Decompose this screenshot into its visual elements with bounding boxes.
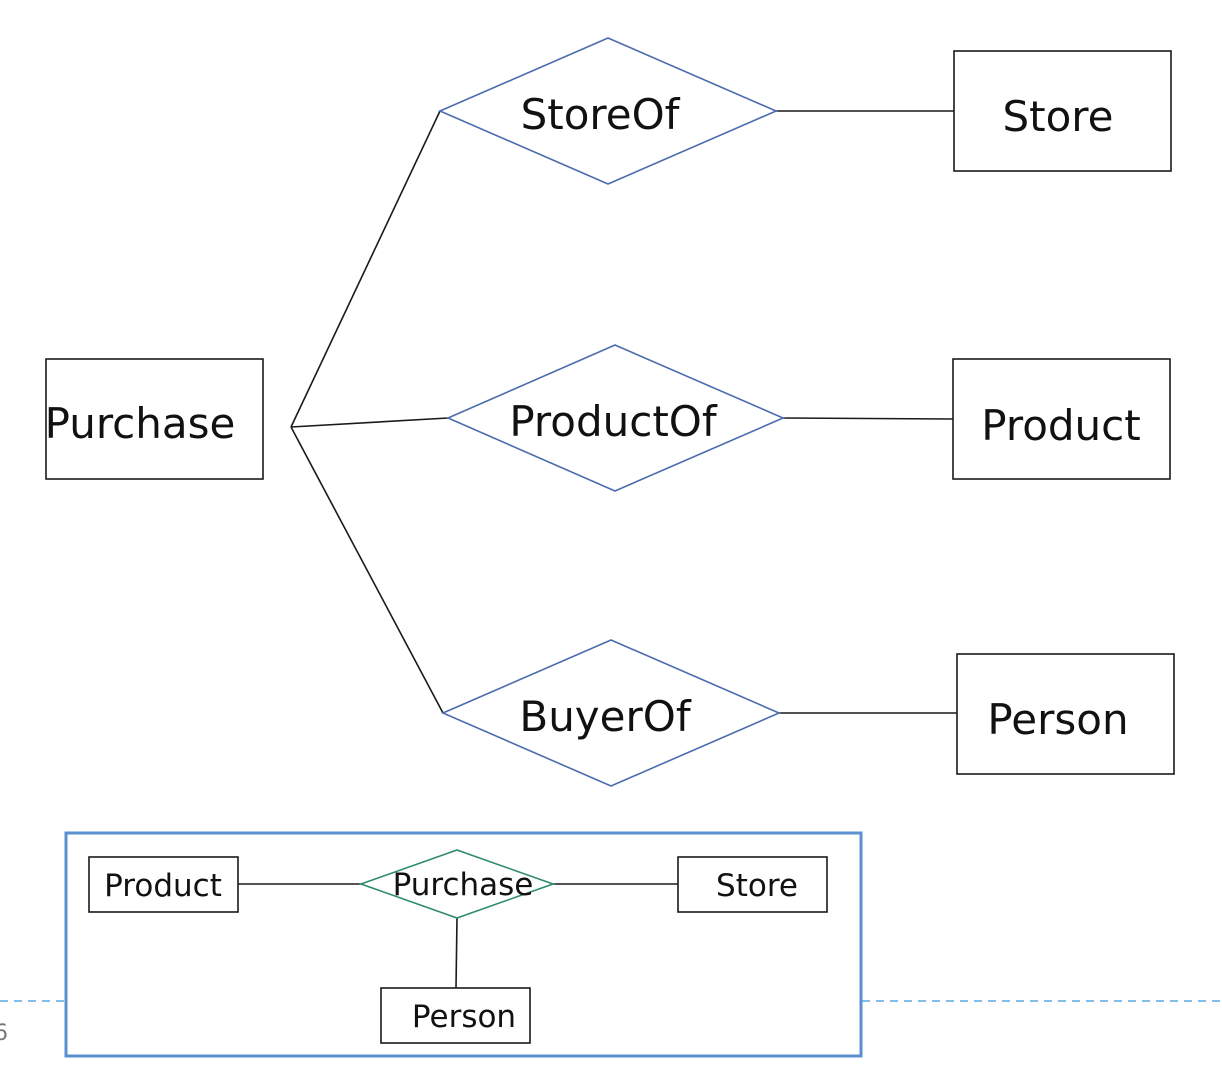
relationship-storeof-label: StoreOf — [521, 90, 681, 139]
inset-entity-person[interactable]: Person — [380, 987, 531, 1044]
relationship-buyerof-label: BuyerOf — [519, 692, 691, 741]
relationship-productof[interactable]: ProductOf — [446, 344, 786, 492]
inset-entity-product-label: Product — [104, 868, 222, 904]
entity-purchase[interactable]: Purchase — [45, 358, 264, 480]
entity-product-label: Product — [981, 401, 1140, 450]
inset-entity-person-label: Person — [412, 999, 516, 1035]
inset-entity-store-box — [677, 856, 828, 913]
slide-number: 6 — [0, 1021, 8, 1046]
inset-relationship-purchase[interactable]: Purchase — [358, 849, 556, 919]
edge-purchase-buyerof — [290, 426, 444, 714]
edge-productof-product — [782, 417, 954, 420]
entity-person-box — [956, 653, 1175, 775]
edge-purchase-productof — [290, 417, 449, 428]
inset-entity-store-label: Store — [716, 868, 798, 904]
relationship-storeof[interactable]: StoreOf — [437, 37, 779, 185]
inset-entity-store[interactable]: Store — [677, 856, 828, 913]
inset-relationship-purchase-label: Purchase — [393, 867, 534, 903]
inset-relationship-purchase-diamond — [358, 849, 556, 919]
inset-entity-person-box — [380, 987, 531, 1044]
edge-purchase-storeof — [290, 110, 441, 428]
relationship-buyerof-diamond — [440, 639, 782, 787]
entity-store-label: Store — [1002, 92, 1113, 141]
relationship-productof-label: ProductOf — [509, 397, 718, 446]
inset-edge-purchase-person — [455, 917, 458, 989]
entity-purchase-label: Purchase — [45, 399, 236, 448]
inset-entity-product[interactable]: Product — [88, 856, 239, 913]
relationship-buyerof[interactable]: BuyerOf — [440, 639, 782, 787]
entity-person[interactable]: Person — [956, 653, 1175, 775]
entity-person-label: Person — [987, 695, 1128, 744]
entity-store[interactable]: Store — [953, 50, 1172, 172]
inset-diagram: Product Store Person Purchase — [64, 831, 863, 1058]
entity-purchase-box — [45, 358, 264, 480]
entity-product[interactable]: Product — [952, 358, 1171, 480]
relationship-storeof-diamond — [437, 37, 779, 185]
relationship-productof-diamond — [446, 344, 786, 492]
entity-product-box — [952, 358, 1171, 480]
inset-entity-product-box — [88, 856, 239, 913]
entity-store-box — [953, 50, 1172, 172]
